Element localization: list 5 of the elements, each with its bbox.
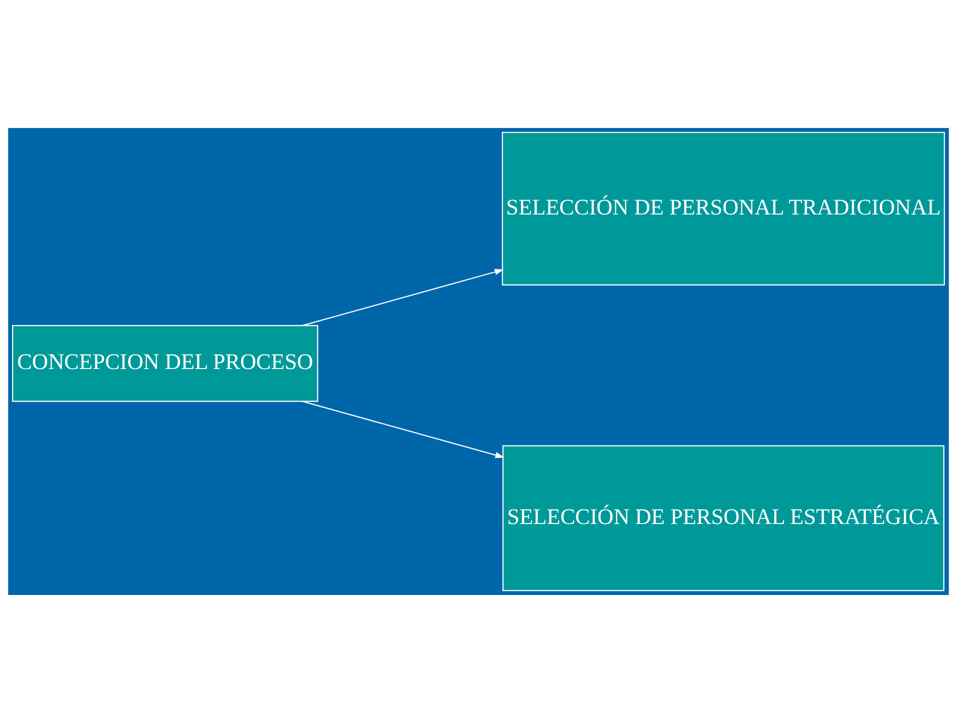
node-box: SELECCIÓN DE PERSONAL TRADICIONAL (502, 131, 945, 286)
arrow (302, 268, 504, 326)
node-box: SELECCIÓN DE PERSONAL ESTRATÉGICA (502, 444, 944, 591)
node-box: CONCEPCION DEL PROCESO (12, 324, 318, 402)
arrow (302, 400, 504, 458)
